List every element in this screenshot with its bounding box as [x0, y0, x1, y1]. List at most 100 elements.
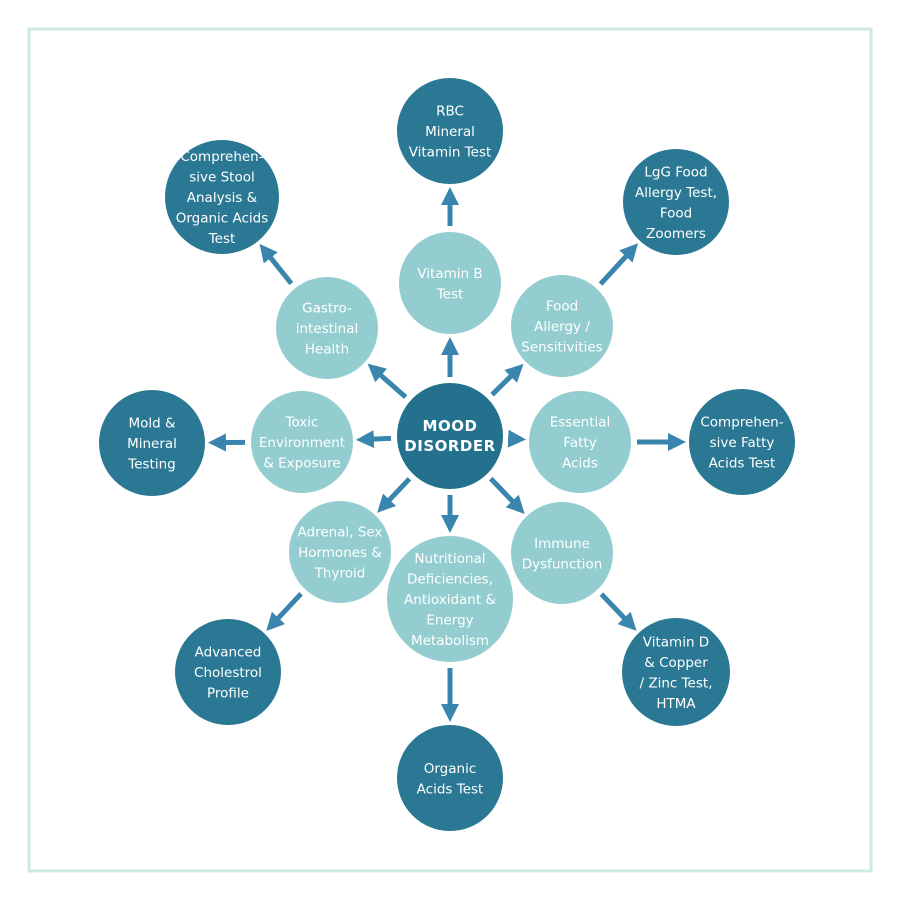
label-line: Thyroid	[314, 566, 366, 582]
label-line: Essential	[550, 415, 611, 431]
label-line: Vitamin D	[643, 634, 709, 650]
label-line: Allergy Test,	[635, 185, 717, 201]
arrow-center-to-food	[490, 363, 524, 397]
center-node-mood: MOOD DISORDER	[397, 383, 503, 489]
label-line: Acids	[562, 456, 598, 472]
label-line: LgG Food	[644, 164, 707, 180]
label-line: Zoomers	[646, 226, 706, 242]
test-circle	[622, 618, 730, 726]
label-line: intestinal	[296, 321, 359, 337]
label-line: & Copper	[644, 655, 708, 671]
label-line: & Exposure	[263, 456, 340, 472]
arrow-center-to-gi	[367, 363, 408, 399]
label-line: Comprehen-	[180, 149, 263, 165]
label-line: Deficiencies,	[407, 572, 493, 588]
arrow-gi-to-stool	[259, 243, 294, 286]
label-line: Fatty	[563, 435, 596, 451]
label-line: Analysis &	[187, 190, 258, 206]
label-line: sive Fatty	[710, 435, 775, 451]
label-line: Antioxidant &	[404, 592, 496, 608]
label-line: Toxic	[285, 415, 319, 431]
arrow-immune-to-vitd	[599, 592, 637, 631]
label-line: Dysfunction	[522, 556, 603, 572]
test-circle	[689, 389, 795, 495]
arrow-food-to-lgg	[598, 243, 639, 286]
test-circle	[175, 619, 281, 725]
label-line: Comprehen-	[700, 415, 783, 431]
center-label: MOOD DISORDER	[404, 417, 495, 455]
label-line: Hormones &	[298, 545, 382, 561]
label-line: Organic Acids	[176, 211, 269, 227]
test-label: Vitamin D & Copper / Zinc Test, HTMA	[640, 634, 713, 712]
label-line: DISORDER	[404, 437, 495, 455]
label-line: Food	[546, 299, 578, 315]
test-node-vitd: Vitamin D & Copper / Zinc Test, HTMA	[622, 618, 730, 726]
label-line: Vitamin B	[417, 266, 482, 282]
label-line: RBC	[436, 104, 464, 120]
label-line: Sensitivities	[521, 340, 602, 356]
label-line: Adrenal, Sex	[298, 525, 383, 541]
arrow-adrenal-to-chol	[266, 591, 303, 632]
label-line: / Zinc Test,	[640, 675, 713, 691]
arrow-center-to-immune	[488, 476, 525, 514]
category-circle	[529, 391, 631, 493]
arrow-center-to-toxic	[355, 430, 392, 449]
label-line: Profile	[207, 686, 249, 702]
label-line: Nutritional	[414, 551, 485, 567]
label-line: Metabolism	[411, 633, 489, 649]
label-line: Energy	[426, 613, 473, 629]
label-line: Environment	[259, 435, 345, 451]
label-line: Vitamin Test	[409, 145, 492, 161]
test-circle	[165, 140, 279, 254]
label-line: Testing	[127, 457, 175, 473]
label-line: Test	[208, 231, 236, 247]
category-circle	[289, 501, 391, 603]
label-line: Mineral	[127, 436, 177, 452]
category-circle	[511, 502, 613, 604]
label-line: HTMA	[656, 696, 696, 712]
label-line: sive Stool	[189, 170, 255, 186]
label-line: MOOD	[423, 417, 478, 435]
label-line: Allergy /	[534, 319, 590, 335]
center-circle	[397, 383, 503, 489]
test-circle	[397, 78, 503, 184]
label-line: Health	[305, 342, 349, 358]
label-line: Mineral	[425, 124, 475, 140]
label-line: Gastro-	[302, 301, 352, 317]
category-circle	[511, 275, 613, 377]
test-circle	[397, 725, 503, 831]
test-circle	[623, 149, 729, 255]
label-line: Acids Test	[417, 781, 484, 797]
category-circle	[387, 536, 513, 662]
label-line: Mold &	[128, 416, 176, 432]
test-circle	[99, 390, 205, 496]
arrow-center-to-adrenal	[377, 477, 412, 513]
label-line: Food	[660, 205, 692, 221]
